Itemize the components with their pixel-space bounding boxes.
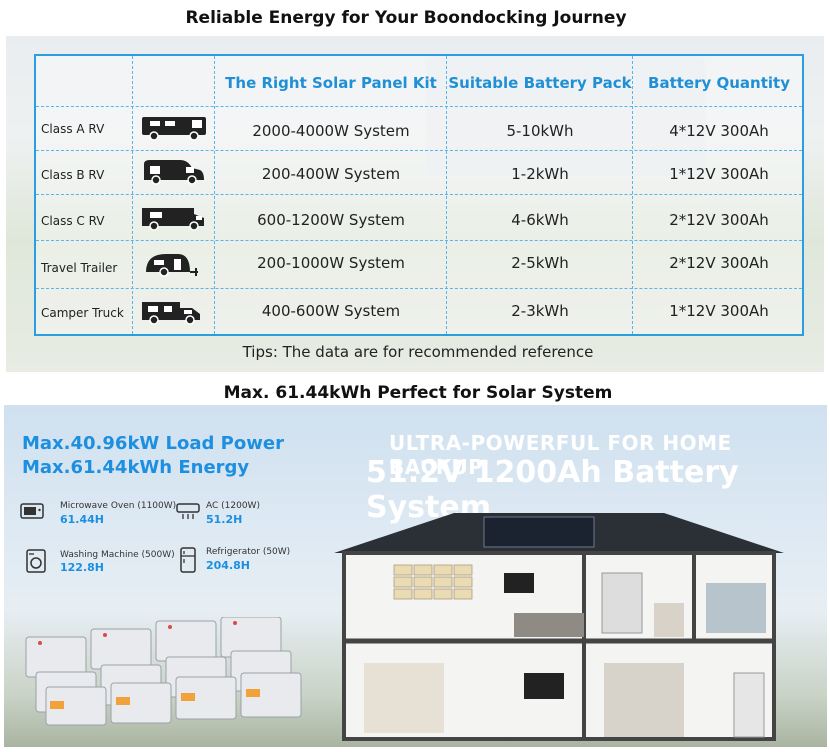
header-solar-kit: The Right Solar Panel Kit xyxy=(225,74,437,92)
pack-camper-truck: 2-3kWh xyxy=(511,302,569,320)
rv-recommendation-table: The Right Solar Panel Kit Suitable Batte… xyxy=(34,54,804,336)
refrigerator-hours: 204.8H xyxy=(206,559,250,572)
pack-travel-trailer: 2-5kWh xyxy=(511,254,569,272)
header-battery-pack: Suitable Battery Pack xyxy=(448,74,632,92)
washing-machine-hours: 122.8H xyxy=(60,561,104,574)
header-battery-quantity: Battery Quantity xyxy=(648,74,790,92)
kit-class-a: 2000-4000W System xyxy=(252,122,410,140)
ac-hours: 51.2H xyxy=(206,513,243,526)
headline-home-backup: ULTRA-POWERFUL FOR HOME BACKUP xyxy=(389,431,732,479)
qty-class-b: 1*12V 300Ah xyxy=(669,165,769,183)
microwave-hours: 61.44H xyxy=(60,513,104,526)
qty-travel-trailer: 2*12V 300Ah xyxy=(669,254,769,272)
class-b-rv-icon xyxy=(144,160,204,185)
row-name-travel-trailer: Travel Trailer xyxy=(41,261,118,275)
washing-machine-label: Washing Machine (500W) xyxy=(60,550,175,560)
pack-class-a: 5-10kWh xyxy=(506,122,574,140)
refrigerator-icon xyxy=(180,547,196,573)
pack-class-c: 4-6kWh xyxy=(511,211,569,229)
tips-note: Tips: The data are for recommended refer… xyxy=(242,343,594,361)
row-name-class-a: Class A RV xyxy=(41,122,105,136)
qty-class-c: 2*12V 300Ah xyxy=(669,211,769,229)
qty-camper-truck: 1*12V 300Ah xyxy=(669,302,769,320)
ac-icon xyxy=(176,503,200,519)
row-name-class-c: Class C RV xyxy=(41,214,105,228)
qty-class-a: 4*12V 300Ah xyxy=(669,122,769,140)
load-power-text: Max.40.96kW Load Power xyxy=(22,433,284,454)
ac-label: AC (1200W) xyxy=(206,501,260,511)
home-backup-banner: Max.40.96kW Load Power Max.61.44kWh Ener… xyxy=(4,405,827,747)
travel-trailer-icon xyxy=(146,254,198,277)
camper-truck-icon xyxy=(142,302,200,325)
pack-class-b: 1-2kWh xyxy=(511,165,569,183)
microwave-label: Microwave Oven (1100W) xyxy=(60,501,177,511)
kit-camper-truck: 400-600W System xyxy=(261,302,401,320)
class-c-rv-icon xyxy=(142,208,204,231)
washing-machine-icon xyxy=(26,549,46,573)
energy-text: Max.61.44kWh Energy xyxy=(22,457,250,478)
class-a-rv-icon xyxy=(142,117,206,141)
microwave-icon xyxy=(20,503,44,519)
kit-class-c: 600-1200W System xyxy=(257,211,405,229)
kit-travel-trailer: 200-1000W System xyxy=(257,254,405,272)
section-title-solar-system: Max. 61.44kWh Perfect for Solar System xyxy=(223,383,613,403)
house-cutaway-illustration xyxy=(334,513,784,741)
kit-class-b: 200-400W System xyxy=(261,165,401,183)
battery-bank-illustration xyxy=(25,617,302,726)
section-title-boondocking: Reliable Energy for Your Boondocking Jou… xyxy=(185,8,627,28)
row-name-class-b: Class B RV xyxy=(41,168,105,182)
refrigerator-label: Refrigerator (50W) xyxy=(206,547,291,557)
row-name-camper-truck: Camper Truck xyxy=(41,306,124,320)
